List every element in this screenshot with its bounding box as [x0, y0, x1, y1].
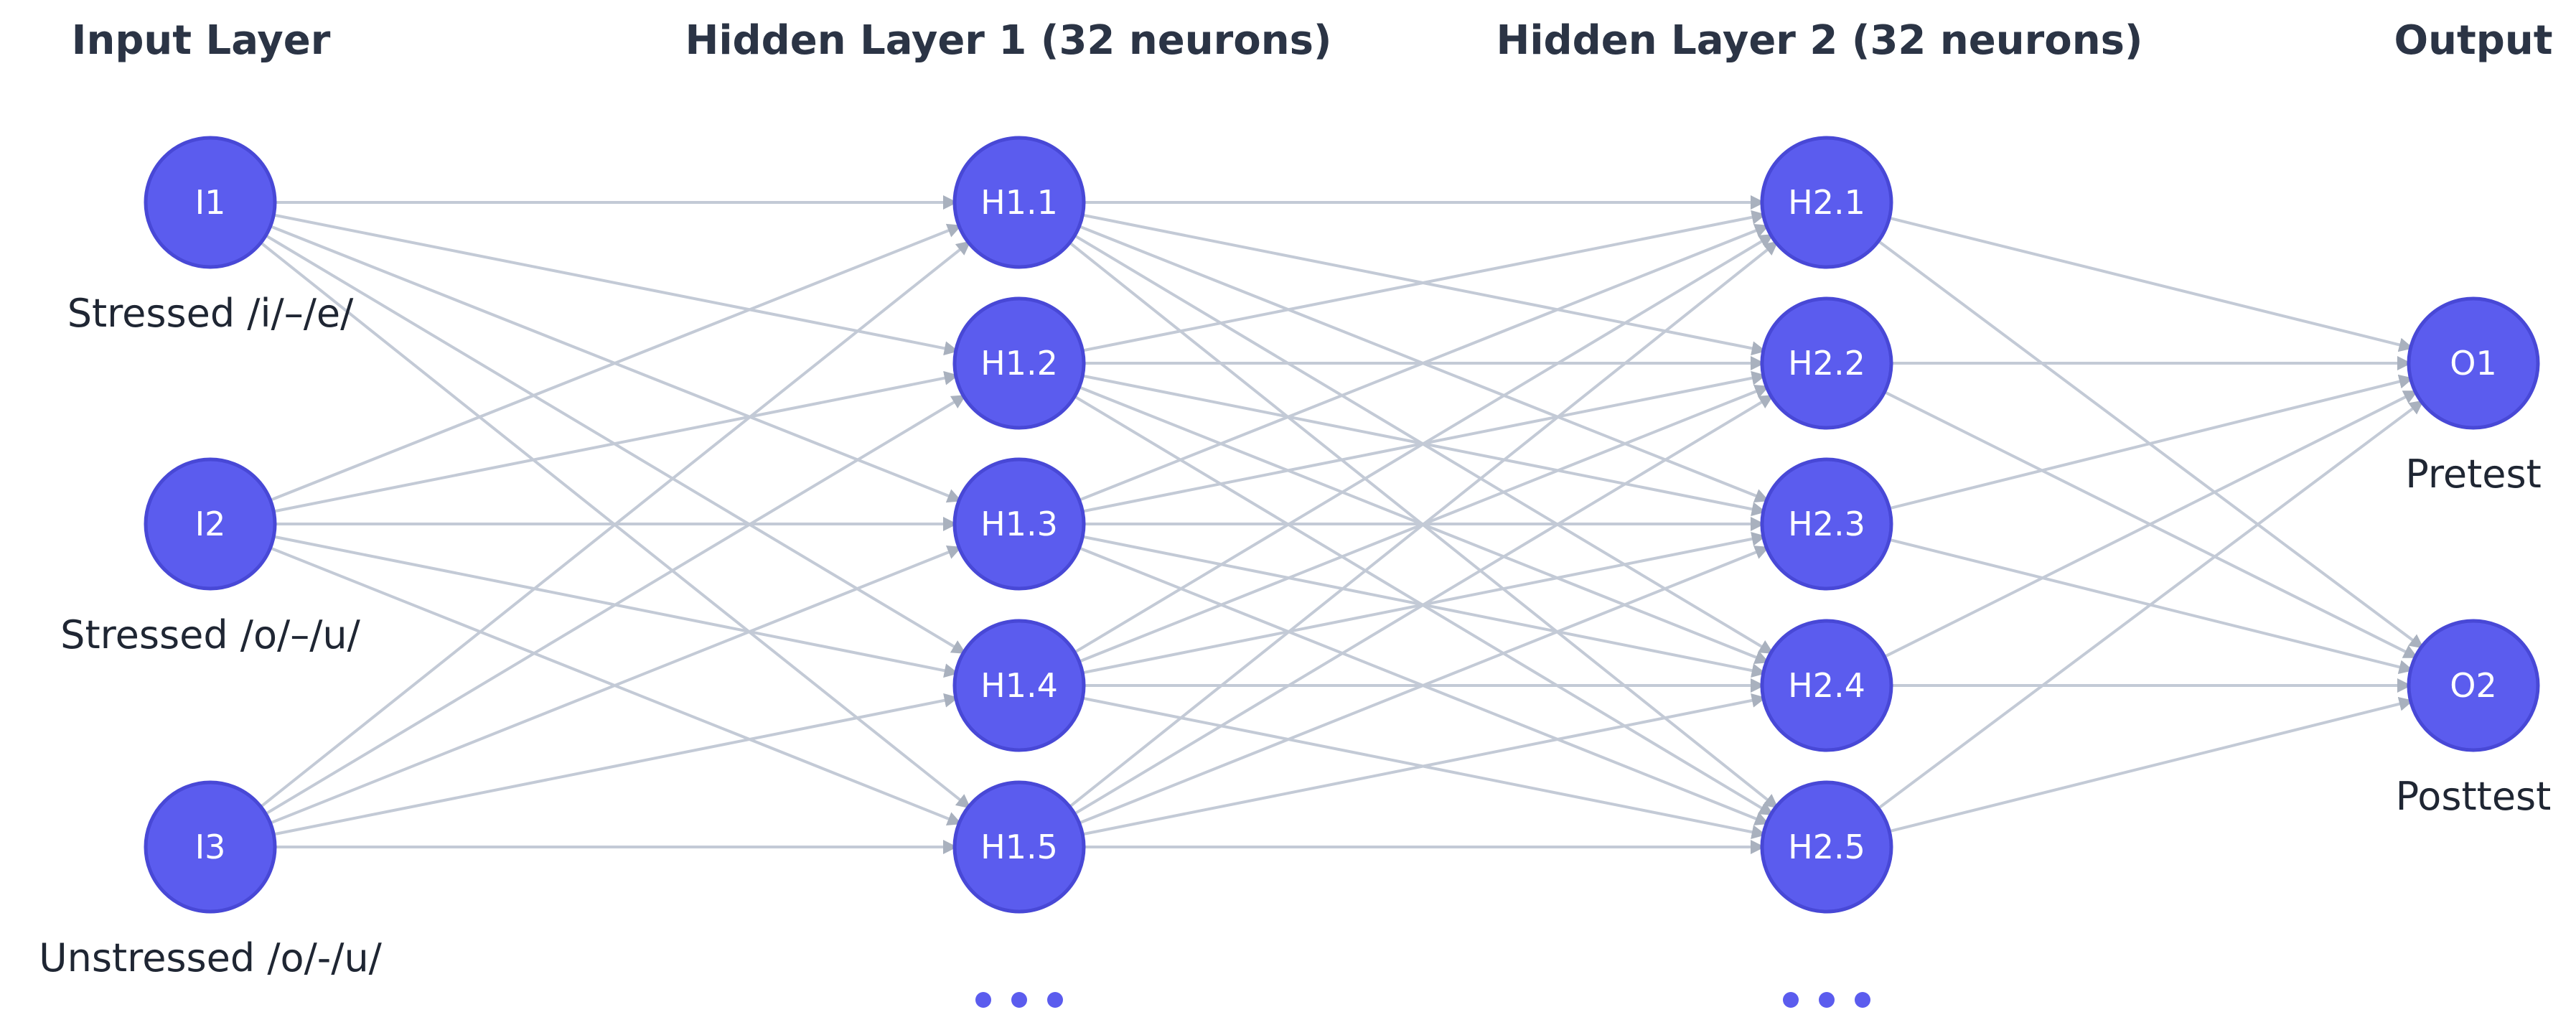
layer-titles: Input Layer Hidden Layer 1 (32 neurons) Hi… [72, 17, 2553, 64]
node-circle [144, 457, 277, 591]
node-label: H1.4 [980, 666, 1058, 705]
edge-hidden2-3-to-output-1 [1888, 374, 2414, 510]
node-circle [952, 296, 1086, 430]
node-circle [952, 780, 1086, 914]
node-circle [1760, 136, 1893, 269]
caption-i3: Unstressed /o/-/u/ [39, 935, 383, 980]
node-label: I1 [195, 183, 226, 222]
caption-o2: Posttest [2396, 774, 2552, 819]
node-h2-1: H2.1 [1760, 136, 1893, 269]
node-circle [1760, 296, 1893, 430]
ellipsis-dot-3 [1047, 992, 1063, 1008]
layer-title-input: Input Layer [72, 17, 331, 64]
node-o2: O2 [2407, 619, 2540, 752]
node-circle [952, 136, 1086, 269]
node-h2-4: H2.4 [1760, 619, 1893, 752]
ellipsis-dot-1 [975, 992, 991, 1008]
edge-hidden1-5-to-hidden2-2 [1074, 394, 1774, 815]
node-label: I3 [195, 828, 226, 866]
edge-input-3-to-hidden1-4 [273, 693, 959, 836]
node-circle [144, 136, 277, 269]
node-captions: Stressed /i/–/e/Stressed /o/–/u/Unstress… [39, 291, 2551, 980]
edge-input-3-to-hidden1-2 [265, 394, 967, 815]
node-label: I2 [195, 505, 226, 543]
edge-input-2-to-hidden1-1 [269, 223, 963, 502]
edge-hidden2-1-to-output-1 [1888, 216, 2414, 352]
node-h1-2: H1.2 [952, 296, 1086, 430]
node-circle [952, 619, 1086, 752]
edge-hidden1-4-to-hidden2-1 [1074, 233, 1774, 654]
node-circle [1760, 457, 1893, 591]
node-label: H2.3 [1788, 505, 1865, 543]
ellipsis-dot-2 [1011, 992, 1027, 1008]
node-circle [2407, 296, 2540, 430]
node-label: H2.4 [1788, 666, 1865, 705]
edge-hidden1-3-to-hidden2-1 [1078, 223, 1770, 502]
node-h1-1: H1.1 [952, 136, 1086, 269]
node-h1-3: H1.3 [952, 457, 1086, 591]
layer-title-hidden2: Hidden Layer 2 (32 neurons) [1496, 17, 2142, 64]
edge-hidden2-5-to-output-2 [1888, 696, 2414, 833]
edge-hidden1-5-to-hidden2-4 [1082, 693, 1766, 836]
edge-hidden2-5-to-output-1 [1877, 400, 2425, 810]
node-label: H1.3 [980, 505, 1058, 543]
caption-i1: Stressed /i/–/e/ [67, 291, 354, 336]
ellipsis-dot-3 [1855, 992, 1870, 1008]
node-label: H2.1 [1788, 183, 1865, 222]
caption-i2: Stressed /o/–/u/ [60, 612, 360, 657]
node-i3: I3 [144, 780, 277, 914]
node-circle [1760, 619, 1893, 752]
edge-hidden2-4-to-output-1 [1883, 390, 2418, 658]
edge-hidden1-5-to-hidden2-3 [1078, 546, 1770, 825]
node-h2-3: H2.3 [1760, 457, 1893, 591]
ellipsis-dot-1 [1783, 992, 1799, 1008]
node-i1: I1 [144, 136, 277, 269]
node-label: H1.5 [980, 828, 1058, 866]
caption-o1: Pretest [2405, 451, 2542, 497]
node-o1: O1 [2407, 296, 2540, 430]
ellipsis-text: ••• [1826, 1008, 1827, 1009]
edge-hidden1-5-to-hidden2-1 [1069, 240, 1779, 808]
edge-input-3-to-hidden1-3 [269, 545, 963, 825]
connection-lines [260, 195, 2425, 854]
node-circle [2407, 619, 2540, 752]
ellipsis-hidden2: ••• [1783, 992, 1870, 1009]
edge-hidden1-2-to-hidden2-1 [1082, 210, 1766, 352]
node-h1-4: H1.4 [952, 619, 1086, 752]
node-label: O2 [2450, 666, 2496, 705]
node-label: O1 [2450, 344, 2496, 383]
edge-input-3-to-hidden1-1 [260, 240, 971, 808]
node-label: H2.2 [1788, 344, 1865, 383]
node-label: H1.2 [980, 344, 1058, 383]
node-circle [1760, 780, 1893, 914]
node-label: H2.5 [1788, 828, 1865, 866]
edge-input-2-to-hidden1-2 [273, 370, 959, 513]
layer-title-hidden1: Hidden Layer 1 (32 neurons) [685, 17, 1331, 64]
layer-ellipses: ••• ••• [975, 992, 1870, 1009]
node-h2-5: H2.5 [1760, 780, 1893, 914]
edge-input-1-to-hidden1-2 [273, 213, 959, 356]
node-circle [144, 780, 277, 914]
node-h1-5: H1.5 [952, 780, 1086, 914]
node-circle [952, 457, 1086, 591]
node-h2-2: H2.2 [1760, 296, 1893, 430]
layer-title-output: Output [2394, 17, 2553, 64]
ellipsis-text: ••• [1018, 1008, 1020, 1009]
ellipsis-hidden1: ••• [975, 992, 1063, 1009]
node-i2: I2 [144, 457, 277, 591]
node-label: H1.1 [980, 183, 1058, 222]
ellipsis-dot-2 [1819, 992, 1835, 1008]
